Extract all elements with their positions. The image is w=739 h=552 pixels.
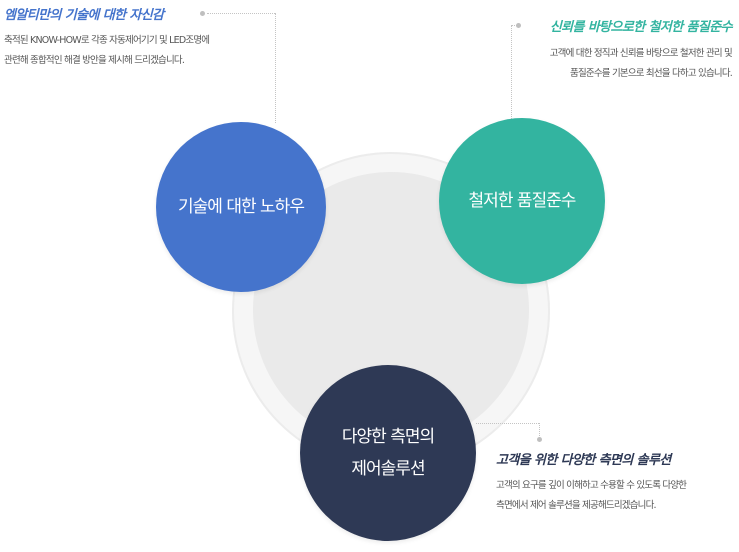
connector-line-2-h xyxy=(511,25,517,26)
connector-line-1-v xyxy=(275,13,276,123)
connector-dot-3 xyxy=(537,437,542,442)
block-1-heading: 엠알티만의 기술에 대한 자신감 xyxy=(4,8,164,23)
block-1-desc-line-2: 관련해 종합적인 해결 방안을 제시해 드리겠습니다. xyxy=(4,55,185,66)
circle-control-solution: 다양한 측면의 제어솔루션 xyxy=(300,365,476,541)
block-3-desc-line-1: 고객의 요구를 깊이 이해하고 수용할 수 있도록 다양한 xyxy=(496,480,687,491)
circle-3-label-line-2: 제어솔루션 xyxy=(351,459,425,479)
block-2-desc-line-1: 고객에 대한 정직과 신뢰를 바탕으로 철저한 관리 및 xyxy=(549,48,733,59)
block-2-desc-line-2: 품질준수를 기본으로 최선을 다하고 있습니다. xyxy=(570,68,733,79)
block-1-desc-line-1: 축적된 KNOW-HOW로 각종 자동제어기기 및 LED조명에 xyxy=(4,35,210,46)
block-2-heading: 신뢰를 바탕으로한 철저한 품질준수 xyxy=(549,20,733,35)
circle-technology-knowhow: 기술에 대한 노하우 xyxy=(156,122,326,292)
connector-dot-1 xyxy=(200,11,205,16)
block-3-desc-line-2: 측면에서 제어 솔루션을 제공해드리겠습니다. xyxy=(496,500,657,511)
connector-dot-2 xyxy=(516,23,521,28)
circle-3-label-line-1: 다양한 측면의 xyxy=(341,427,435,447)
circle-quality-compliance: 철저한 품질준수 xyxy=(439,118,605,284)
block-2-description: 고객에 대한 정직과 신뢰를 바탕으로 철저한 관리 및 품질준수를 기본으로 … xyxy=(549,44,733,84)
block-1-description: 축적된 KNOW-HOW로 각종 자동제어기기 및 LED조명에 관련해 종합적… xyxy=(4,31,210,71)
circle-1-label: 기술에 대한 노하우 xyxy=(178,197,305,217)
block-3-description: 고객의 요구를 깊이 이해하고 수용할 수 있도록 다양한 측면에서 제어 솔루… xyxy=(496,476,687,516)
connector-line-2-v xyxy=(511,25,512,125)
block-3-heading: 고객을 위한 다양한 측면의 솔루션 xyxy=(496,453,671,468)
connector-line-1-h xyxy=(207,13,275,14)
connector-line-3-v xyxy=(539,423,540,440)
circle-2-label: 철저한 품질준수 xyxy=(468,191,577,211)
connector-line-3-h xyxy=(476,423,539,424)
